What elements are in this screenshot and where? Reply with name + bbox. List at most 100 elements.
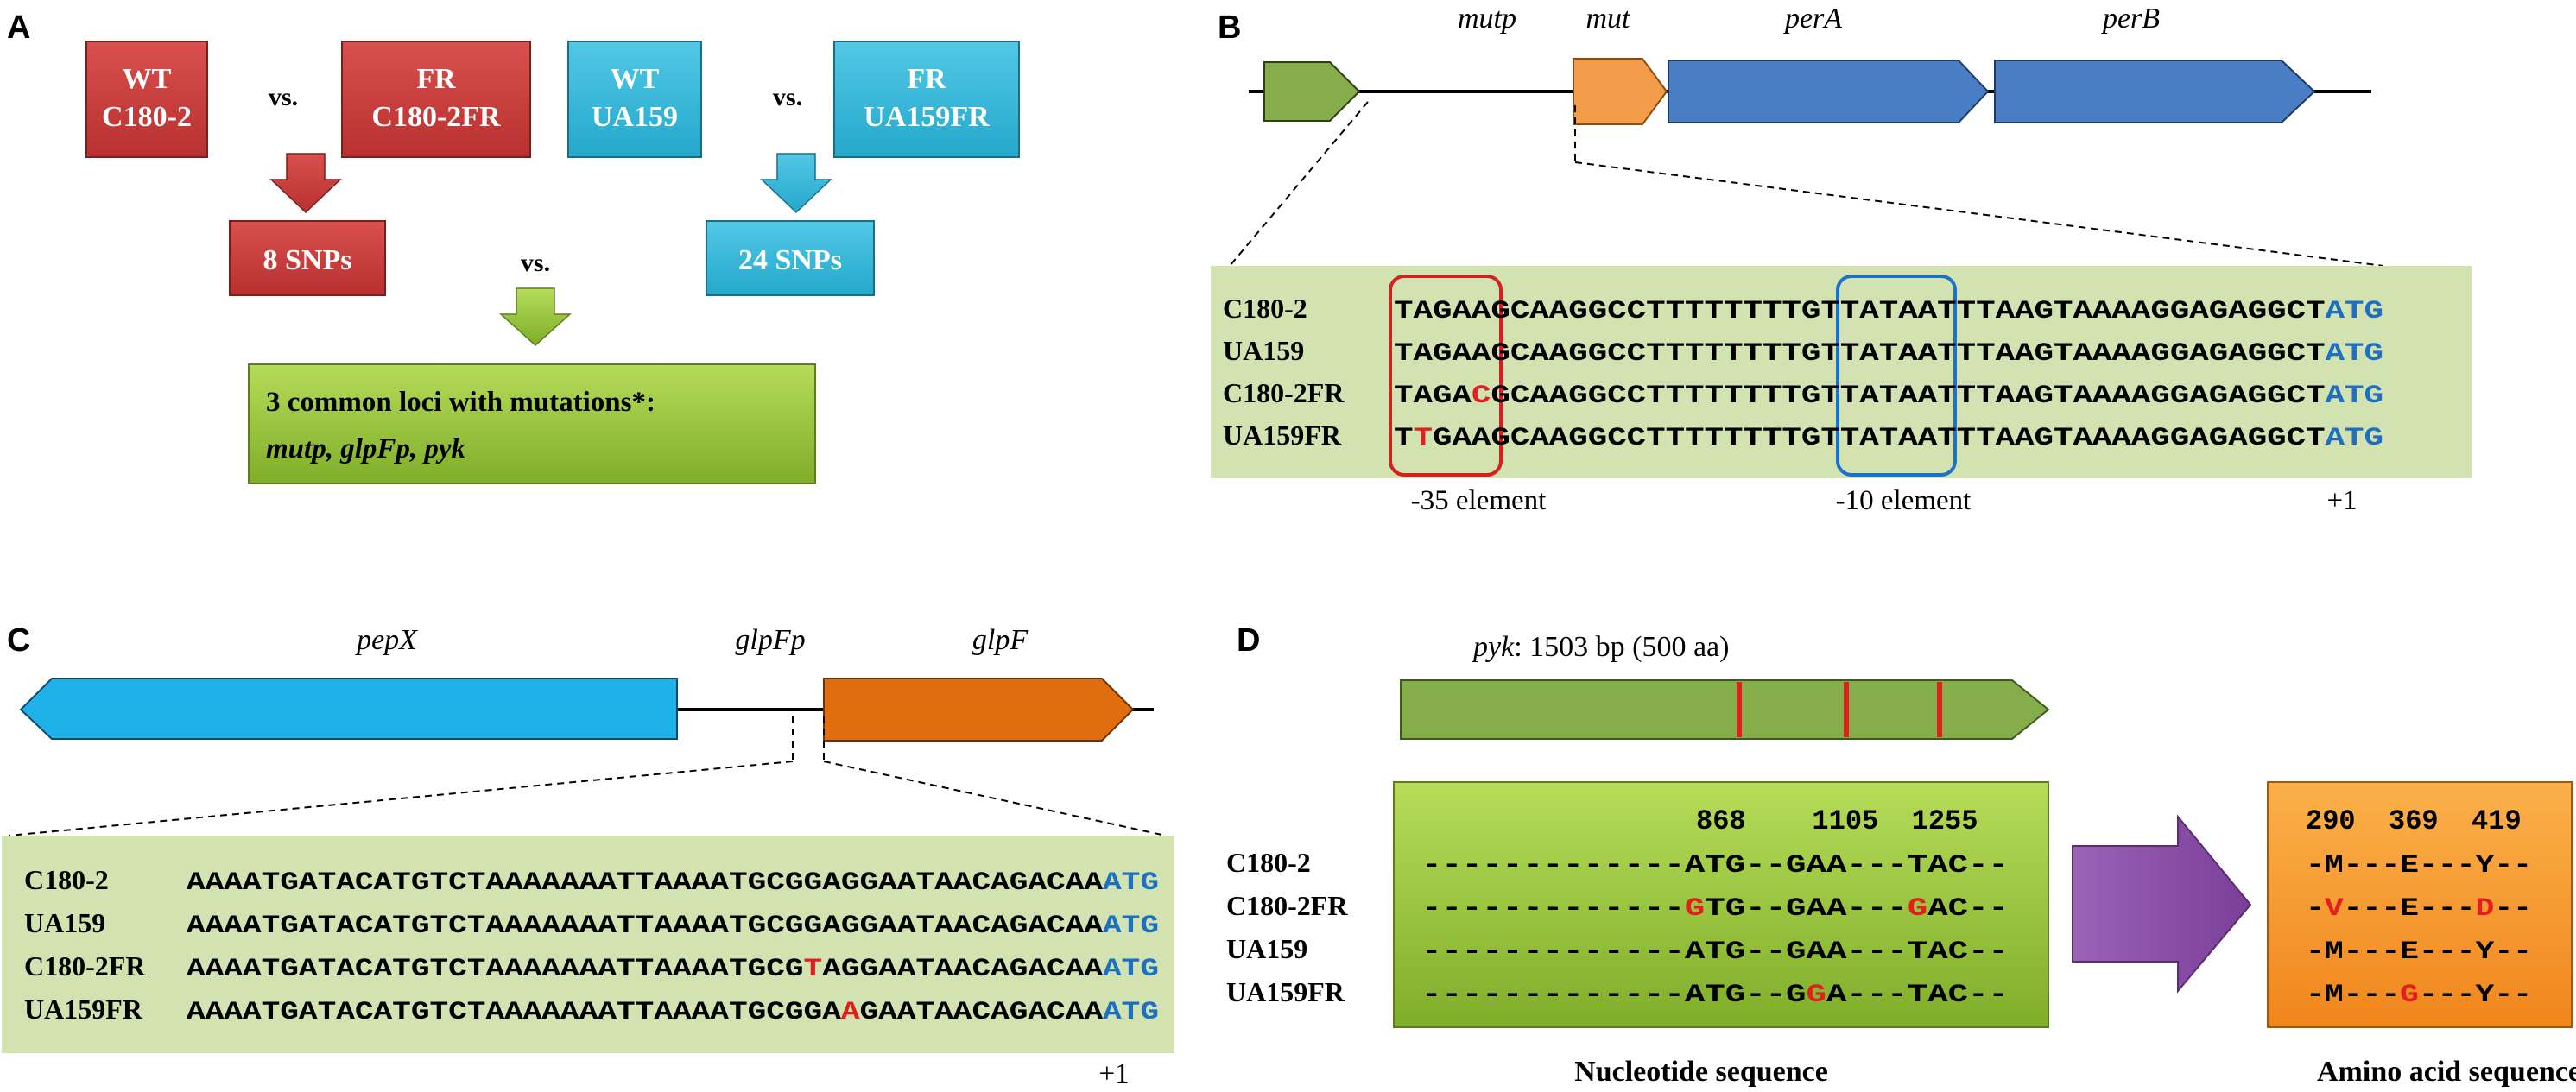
seq-row-label-b: C180-2FR — [1223, 377, 1345, 408]
common-loci-line2: mutp, glpFp, pyk — [266, 433, 466, 464]
seq-segment: -M--- — [2306, 981, 2400, 1010]
wt-c180-box — [85, 41, 208, 158]
seq-row-label-b: UA159 — [1223, 335, 1304, 366]
seq-row-label-c: UA159FR — [24, 994, 143, 1025]
minus35-box — [1389, 275, 1503, 477]
zoom-line-right-c — [823, 761, 1167, 836]
seq-row-label-c: C180-2 — [24, 864, 109, 895]
down-arrow-red — [269, 153, 342, 214]
seq-segment: TAGAAGCAAGGCCTTTTTTTTGTTATAATTTAAGTAAAAG… — [1394, 339, 2326, 369]
seq-row-label-b: UA159FR — [1223, 420, 1342, 451]
start-codon: ATG — [2326, 297, 2383, 326]
gene-arrow-green — [1263, 61, 1361, 122]
fr-ua159-label: FR — [907, 63, 946, 95]
gene-glpFp-label: glpFp — [735, 624, 805, 656]
zoom-line-left-b — [1229, 101, 1369, 267]
minus35-label: -35 element — [1411, 485, 1547, 516]
panel-d-letter: D — [1237, 622, 1260, 659]
gene-arrow-glpF — [823, 678, 1135, 742]
nt-row: -------------ATG--GAA---TAC-- — [1421, 851, 2009, 881]
seq-segment: AAAATGATACATGTCTAAAAAAATTAAAATGCGGAGGAAT… — [187, 912, 1103, 941]
common-loci-line1: 3 common loci with mutations*: — [266, 387, 655, 418]
nt-caption: Nucleotide sequence — [1574, 1056, 1828, 1088]
nt-row: -------------ATG--GAA---TAC-- — [1421, 937, 2009, 967]
seq-segment: -------------ATG--G — [1421, 981, 1807, 1010]
seq-row-c: AAAATGATACATGTCTAAAAAAATTAAAATGCGGAGGAAT… — [187, 912, 1159, 941]
wt-ua159-label: WT — [611, 63, 660, 95]
seq-segment: A---TAC-- — [1826, 981, 2009, 1010]
promoter-seq-bg-c — [2, 836, 1174, 1053]
start-codon: ATG — [2326, 339, 2383, 369]
vs-label-red: vs. — [269, 83, 298, 111]
wt-c180-strain: C180-2 — [102, 101, 192, 133]
seq-segment: GAAGCAAGGCCTTTTTTTTGTTATAATTTAAGTAAAAGGA… — [1433, 424, 2326, 453]
wt-ua159-strain: UA159 — [592, 101, 678, 133]
seq-segment: -------------ATG--GAA---TAC-- — [1421, 937, 2009, 967]
seq-segment: - — [2306, 894, 2325, 924]
panel-a: A WT C180-2 FR C180-2FR WT UA159 FR UA15… — [7, 9, 1020, 484]
seq-segment: -- — [2494, 894, 2532, 924]
fr-ua159-box — [833, 41, 1020, 158]
fr-c180-box — [341, 41, 531, 158]
seq-segment: AAAATGATACATGTCTAAAAAAATTAAAATGCGGAGGAAT… — [187, 868, 1103, 898]
mutation-base: T — [1413, 424, 1432, 453]
vs-label-cyan: vs. — [773, 83, 802, 111]
pyk-strain-label: C180-2FR — [1226, 890, 1348, 921]
nt-rows: -------------ATG--GAA---TAC-- -----------… — [1421, 851, 2009, 1010]
seq-segment: ------------- — [1421, 894, 1685, 924]
seq-segment: AGGAATAACAGACAA — [822, 955, 1103, 984]
seq-row-c: AAAATGATACATGTCTAAAAAAATTAAAATGCGGAGGAAT… — [187, 868, 1159, 898]
gene-perA-label: perA — [1783, 3, 1842, 35]
seq-segment: -M---E---Y-- — [2306, 937, 2532, 967]
pyk-strain-label: C180-2 — [1226, 847, 1311, 878]
seq-segment: ---Y-- — [2419, 981, 2532, 1010]
aa-rows: -M---E---Y---V---E---D---M---E---Y---M--… — [2306, 851, 2532, 1010]
gene-perB-label: perB — [2101, 3, 2160, 35]
down-arrow-cyan — [760, 153, 832, 214]
plus1-label-c: +1 — [1098, 1058, 1129, 1089]
amino-acid-box — [2267, 781, 2573, 1028]
gene-mutp-label: mutp — [1458, 3, 1516, 35]
gene-mut-label: mut — [1586, 3, 1632, 35]
mutation-base: G — [1908, 894, 1927, 924]
seq-segment: TAGA — [1394, 382, 1472, 411]
aa-row: -M---G---Y-- — [2306, 981, 2532, 1010]
fr-c180-strain: C180-2FR — [371, 101, 501, 133]
gene-arrow-perB — [1994, 60, 2316, 123]
aa-row: -M---E---Y-- — [2306, 851, 2532, 881]
pyk-gene-name: pyk — [1472, 631, 1515, 663]
gene-arrow-pepX — [19, 678, 678, 740]
seq-segment: ---E--- — [2344, 894, 2476, 924]
snps-ua159-box — [706, 220, 875, 296]
nt-positions: 868 1105 1255 — [1696, 805, 1978, 837]
seq-segment: AC-- — [1927, 894, 2009, 924]
mutation-base: G — [1807, 981, 1826, 1010]
wt-ua159-box — [567, 41, 702, 158]
seq-segment: GAATAACAGACAA — [860, 998, 1104, 1027]
mutation-base: V — [2325, 894, 2344, 924]
seq-row-label-c: UA159 — [24, 907, 105, 938]
seq-segment: TAGAAGCAAGGCCTTTTTTTTGTTATAATTTAAGTAAAAG… — [1394, 297, 2326, 326]
down-arrow-green — [499, 287, 572, 347]
nucleotide-box — [1393, 781, 2049, 1028]
start-codon: ATG — [1103, 955, 1159, 984]
panel-a-letter: A — [7, 9, 30, 46]
panel-d: D pyk: 1503 bp (500 aa) 868 1105 1255 C1… — [1226, 622, 2576, 1088]
minus10-box — [1836, 275, 1957, 477]
seq-row-label-c: C180-2FR — [24, 950, 146, 982]
aa-row: -V---E---D-- — [2306, 894, 2532, 924]
aa-caption: Amino acid sequence — [2317, 1056, 2576, 1088]
aa-row: -M---E---Y-- — [2306, 937, 2532, 967]
start-codon: ATG — [1103, 912, 1159, 941]
minus10-label: -10 element — [1836, 485, 1972, 516]
snps-c180-box — [229, 220, 386, 296]
plus1-label-b: +1 — [2326, 485, 2357, 516]
snps-c180-label: 8 SNPs — [263, 244, 352, 276]
